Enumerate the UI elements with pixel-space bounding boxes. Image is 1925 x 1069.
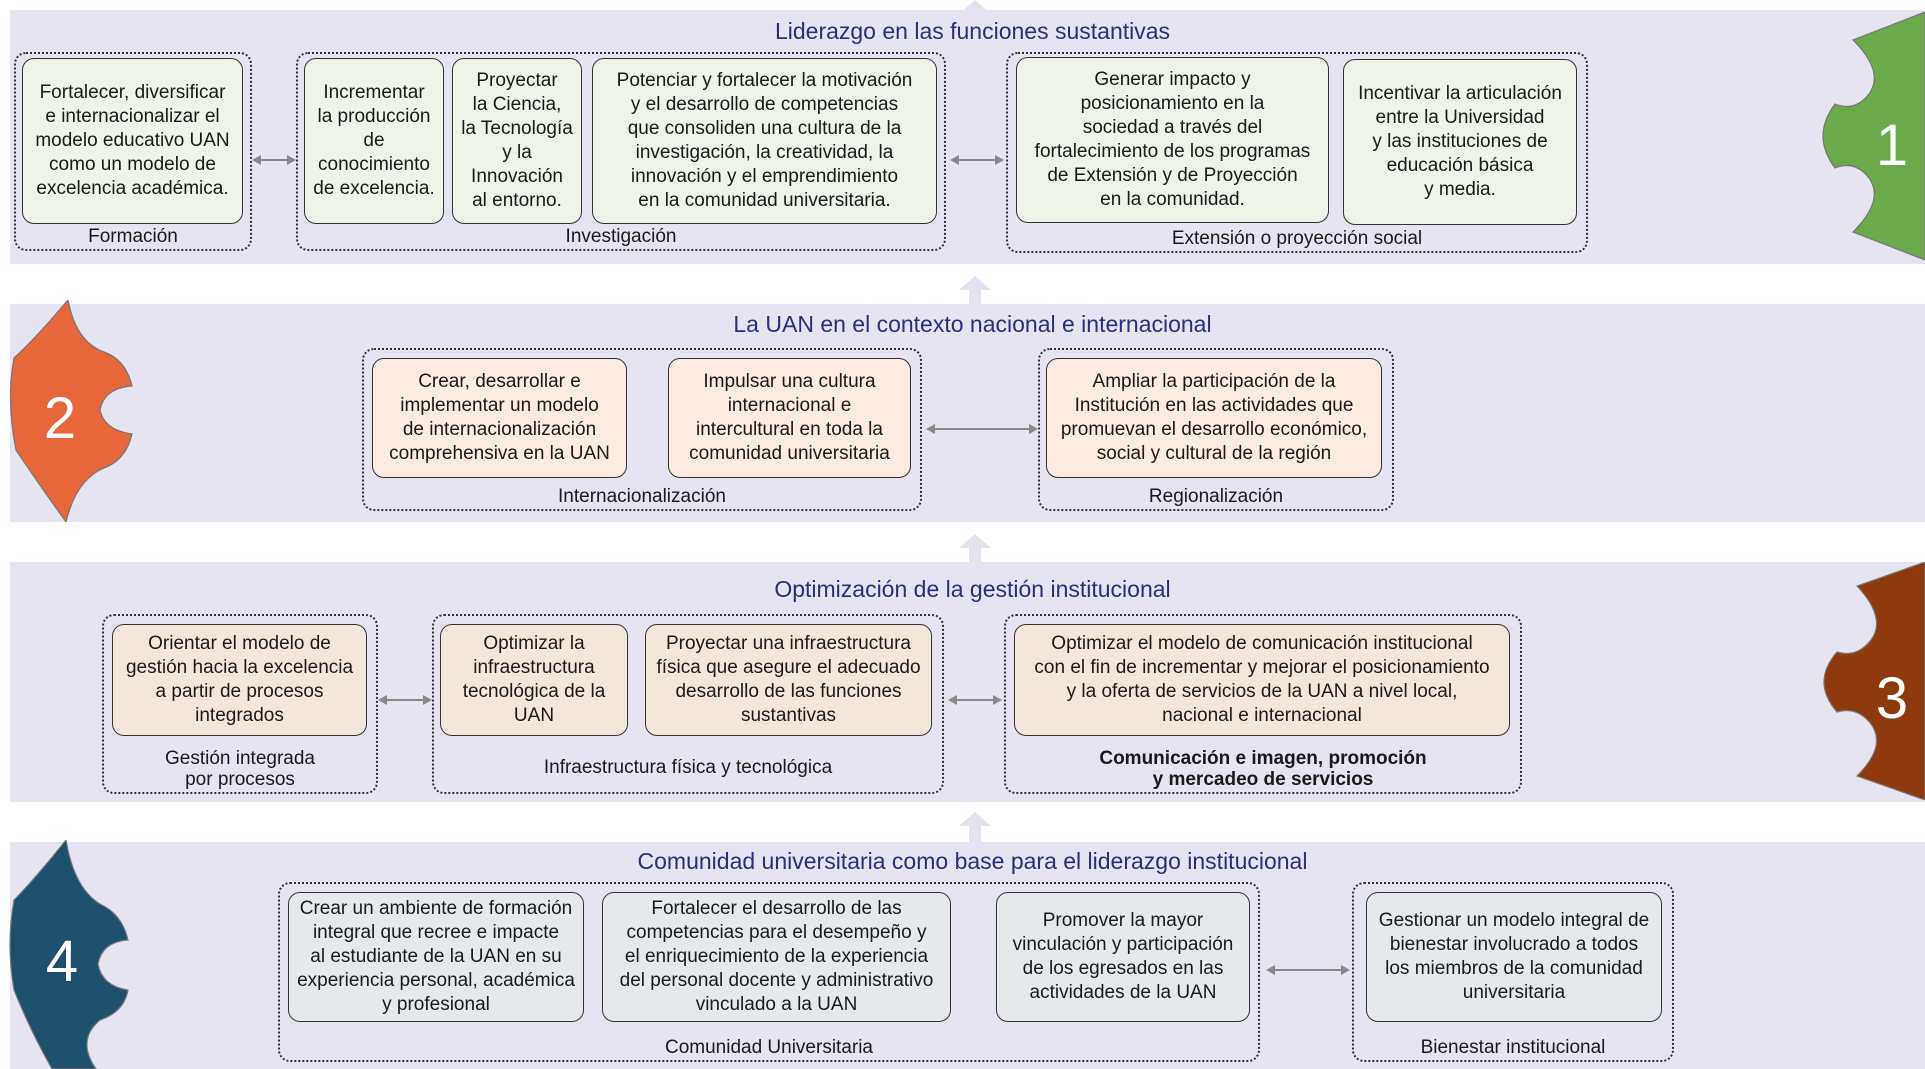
group-regionalizacion: Regionalización <box>1038 348 1394 511</box>
section-2-title: La UAN en el contexto nacional e interna… <box>733 311 1212 337</box>
box-potenciar-motivacion: Potenciar y fortalecer la motivación y e… <box>592 58 937 224</box>
group-infraestructura: Infraestructura física y tecnológica <box>432 614 944 794</box>
box-proyectar-ciencia: Proyectar la Ciencia, la Tecnología y la… <box>452 58 582 224</box>
box-incrementar-produccion: Incrementar la producción de conocimient… <box>304 58 444 224</box>
group-internacionalizacion: Internacionalización <box>362 348 922 511</box>
section-4-title: Comunidad universitaria como base para e… <box>637 848 1308 874</box>
box-optimizar-infraestructura-tec: Optimizar la infraestructura tecnológica… <box>440 624 628 736</box>
section-4-number: 4 <box>45 929 79 994</box>
box-fortalecer-modelo: Fortalecer, diversificar e internacional… <box>22 58 243 224</box>
up-arrow-4 <box>959 812 991 842</box>
group-label: Bienestar institucional <box>1420 1037 1606 1058</box>
box-crear-modelo-internacional: Crear, desarrollar e implementar un mode… <box>372 358 627 478</box>
double-arrow <box>1266 965 1350 975</box>
box-crear-ambiente-formacion: Crear un ambiente de formación integral … <box>288 892 584 1022</box>
section-2-band <box>10 304 1925 522</box>
box-promover-vinculacion: Promover la mayor vinculación y particip… <box>996 892 1250 1022</box>
group-label: Comunicación e imagen, promoción y merca… <box>1099 748 1427 790</box>
up-arrow-3 <box>959 534 991 564</box>
section-2-number: 2 <box>43 386 77 451</box>
box-orientar-modelo-gestion: Orientar el modelo de gestión hacia la e… <box>112 624 367 736</box>
box-incentivar-articulacion: Incentivar la articulación entre la Univ… <box>1343 59 1577 225</box>
section-3-title: Optimización de la gestión institucional <box>774 576 1171 602</box>
group-label: Extensión o proyección social <box>1171 228 1423 249</box>
box-optimizar-comunicacion: Optimizar el modelo de comunicación inst… <box>1014 624 1510 736</box>
box-impulsar-cultura: Impulsar una cultura internacional e int… <box>668 358 911 478</box>
group-bienestar: Bienestar institucional <box>1352 882 1674 1062</box>
group-comunidad-universitaria: Comunidad Universitaria <box>278 882 1260 1062</box>
box-generar-impacto: Generar impacto y posicionamiento en la … <box>1016 57 1329 223</box>
group-label: Comunidad Universitaria <box>664 1037 874 1058</box>
box-gestionar-bienestar: Gestionar un modelo integral de bienesta… <box>1366 892 1662 1022</box>
puzzle-gear-2-icon <box>9 300 133 522</box>
up-arrow-2 <box>959 276 991 306</box>
group-label: Regionalización <box>1148 486 1284 507</box>
puzzle-gear-1-icon <box>1822 12 1925 260</box>
group-label: Infraestructura física y tecnológica <box>543 757 833 778</box>
double-arrow <box>252 155 296 165</box>
group-investigacion: Investigación <box>296 52 946 251</box>
group-extension: Extensión o proyección social <box>1006 52 1588 253</box>
puzzle-gear-3-icon <box>1823 562 1925 800</box>
group-label: Internacionalización <box>558 486 726 507</box>
group-comunicacion: Comunicación e imagen, promoción y merca… <box>1004 614 1522 794</box>
box-ampliar-participacion: Ampliar la participación de la Instituci… <box>1046 358 1382 478</box>
group-label: Formación <box>88 226 178 247</box>
double-arrow <box>948 695 1002 705</box>
group-gestion-integrada: Gestión integrada por procesos <box>102 614 378 794</box>
box-proyectar-infraestructura-fisica: Proyectar una infraestructura física que… <box>645 624 932 736</box>
section-1-number: 1 <box>1875 113 1909 178</box>
group-label: Investigación <box>565 226 677 247</box>
section-1-title: Liderazgo en las funciones sustantivas <box>774 18 1171 44</box>
double-arrow <box>926 424 1038 434</box>
group-label: Gestión integrada por procesos <box>165 748 315 790</box>
section-3-number: 3 <box>1875 666 1909 731</box>
double-arrow <box>950 155 1004 165</box>
box-fortalecer-competencias: Fortalecer el desarrollo de las competen… <box>602 892 951 1022</box>
puzzle-gear-4-icon <box>9 840 129 1069</box>
double-arrow <box>378 695 432 705</box>
group-formacion: Formación <box>14 52 252 251</box>
